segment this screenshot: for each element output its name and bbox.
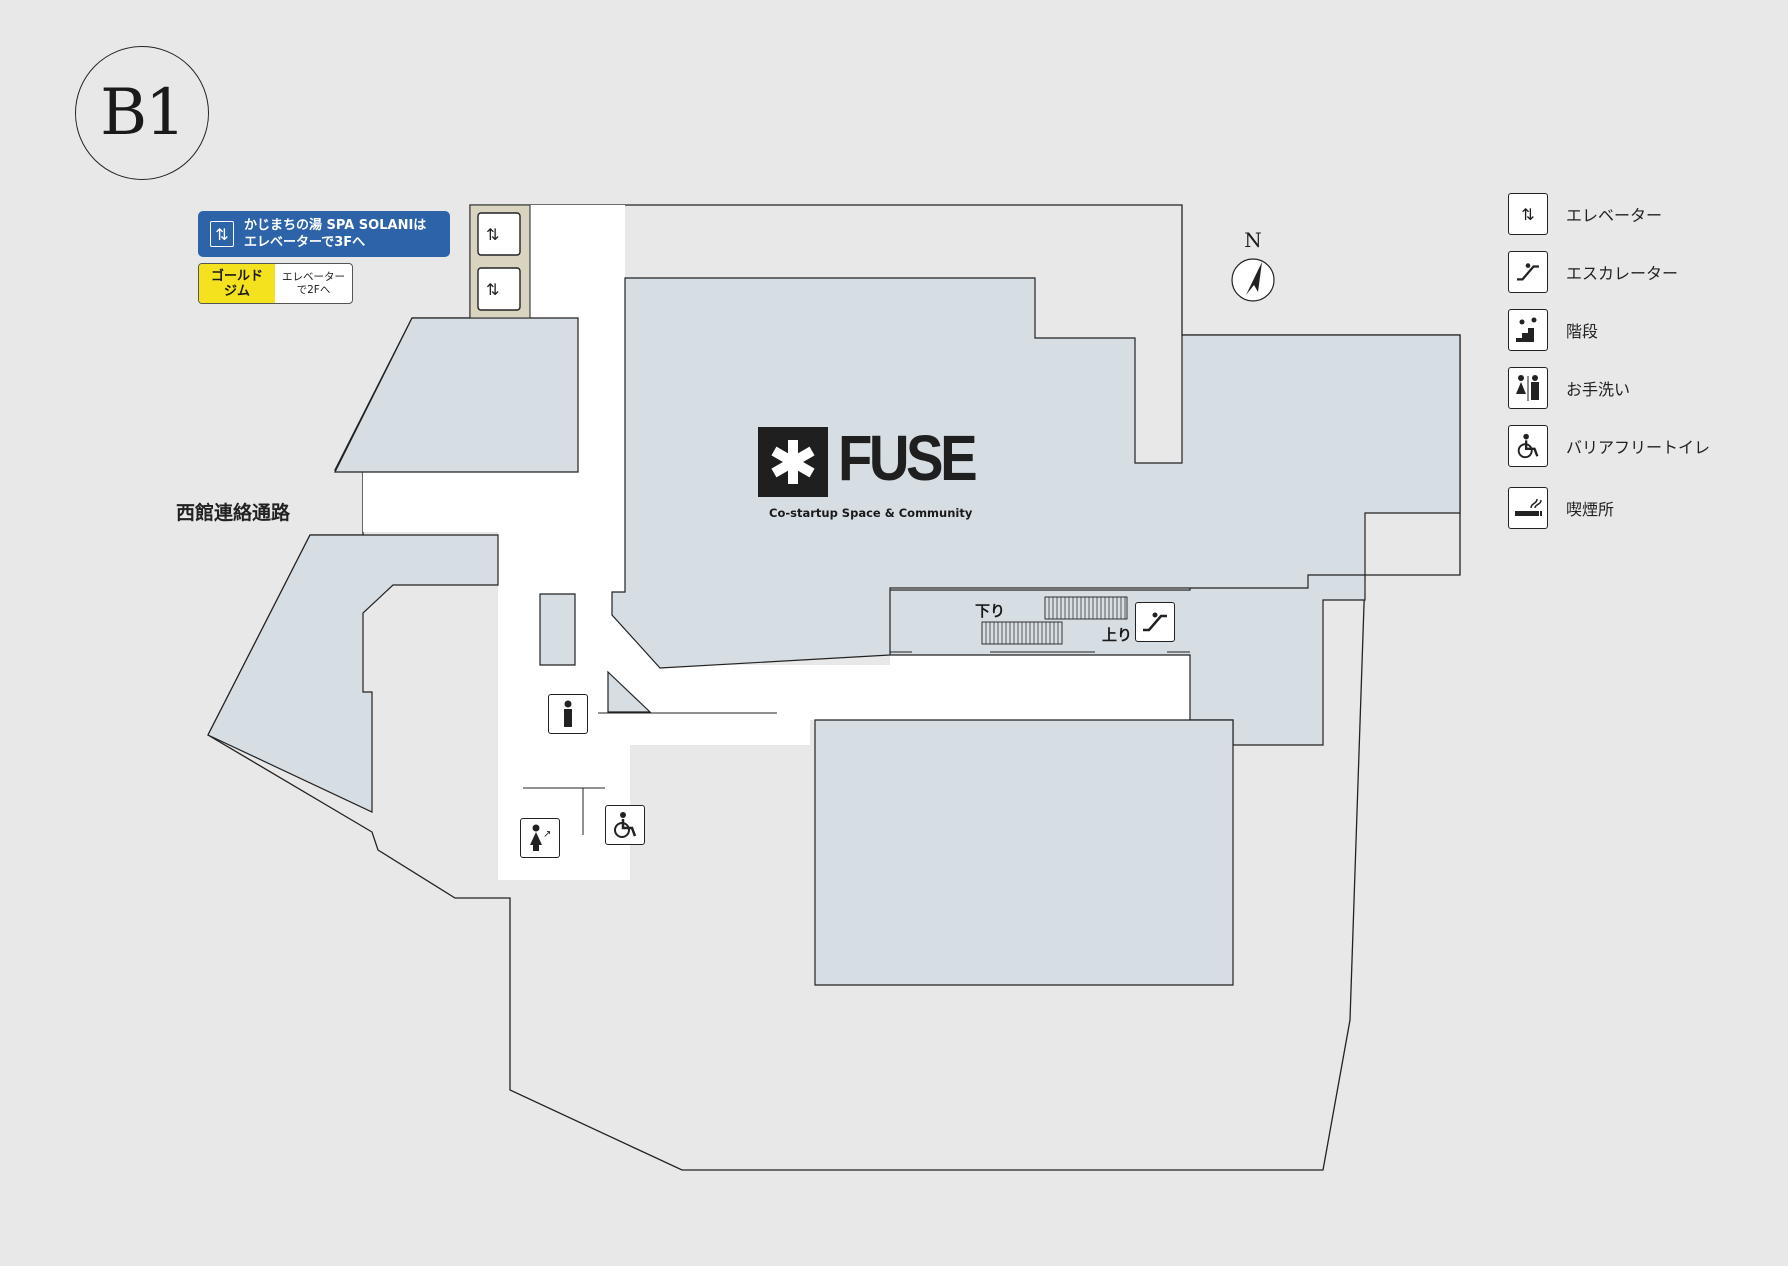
elevator-icon: ⇅ [210, 221, 234, 247]
smoking-icon [1508, 487, 1548, 529]
womens-restroom-icon: ↗ [520, 818, 560, 858]
east-block [814, 719, 1234, 986]
south-west-block [207, 534, 499, 813]
legend-item: 階段 [1508, 301, 1758, 359]
legend-item: お手洗い [1508, 359, 1758, 417]
restroom-icon [1508, 367, 1548, 409]
svg-text:↗: ↗ [543, 829, 551, 840]
compass-needle [1231, 258, 1275, 302]
legend-item: エスカレーター [1508, 243, 1758, 301]
small-block [607, 670, 652, 713]
tenant-blocks [207, 277, 1461, 986]
escalator-down-label: 下り [975, 602, 1006, 620]
legend-label: お手洗い [1566, 380, 1631, 399]
legend: ⇅ エレベーター エスカレーター 階段 お手洗い バリアフリートイレ 喫煙所 [1508, 185, 1758, 537]
gym-name: ゴールド ジム [199, 264, 275, 303]
fuse-logo: FUSE Co-startup Space & Community [758, 422, 978, 525]
gym-notice: ゴールド ジム エレベーター で2Fへ [198, 263, 353, 304]
svg-text:⇅: ⇅ [486, 280, 499, 299]
escalator-step-lines [985, 597, 1126, 644]
legend-item: 喫煙所 [1508, 479, 1758, 537]
escalator-up-label: 上り [1102, 626, 1133, 644]
legend-label: 階段 [1566, 322, 1599, 341]
fuse-mark [758, 427, 828, 497]
north-west-block [334, 317, 579, 473]
legend-item: バリアフリートイレ [1508, 417, 1758, 475]
legend-label: エスカレーター [1566, 264, 1679, 283]
compass: N [1230, 228, 1276, 304]
legend-label: バリアフリートイレ [1566, 438, 1711, 457]
wheelchair-icon [1508, 425, 1548, 467]
legend-label: エレベーター [1566, 206, 1663, 225]
elevator-glyphs: ⇅ ⇅ [486, 225, 499, 299]
mens-restroom-icon [548, 694, 588, 734]
wheelchair-icon [605, 805, 645, 845]
floor-badge: B1 [75, 46, 209, 180]
elevator-icon: ⇅ [1508, 193, 1548, 235]
west-passage-label: 西館連絡通路 [176, 502, 291, 524]
escalator-icon [1135, 602, 1175, 642]
legend-item: ⇅ エレベーター [1508, 185, 1758, 243]
legend-label: 喫煙所 [1566, 500, 1615, 519]
svg-text:⇅: ⇅ [486, 225, 499, 244]
spa-notice: ⇅ かじまちの湯 SPA SOLANIは エレベーターで3Fへ [198, 211, 450, 257]
spa-notice-text: かじまちの湯 SPA SOLANIは エレベーターで3Fへ [244, 218, 427, 250]
gym-note: エレベーター で2Fへ [282, 270, 345, 296]
restroom-block [539, 593, 576, 666]
stairs-icon [1508, 309, 1548, 351]
elevator-icon [477, 212, 521, 311]
restroom-walls [523, 712, 777, 835]
compass-north-label: N [1244, 228, 1262, 252]
escalator-icon [1508, 251, 1548, 293]
fuse-tagline: Co-startup Space & Community [769, 506, 973, 520]
fuse-wordmark: FUSE [838, 422, 978, 494]
